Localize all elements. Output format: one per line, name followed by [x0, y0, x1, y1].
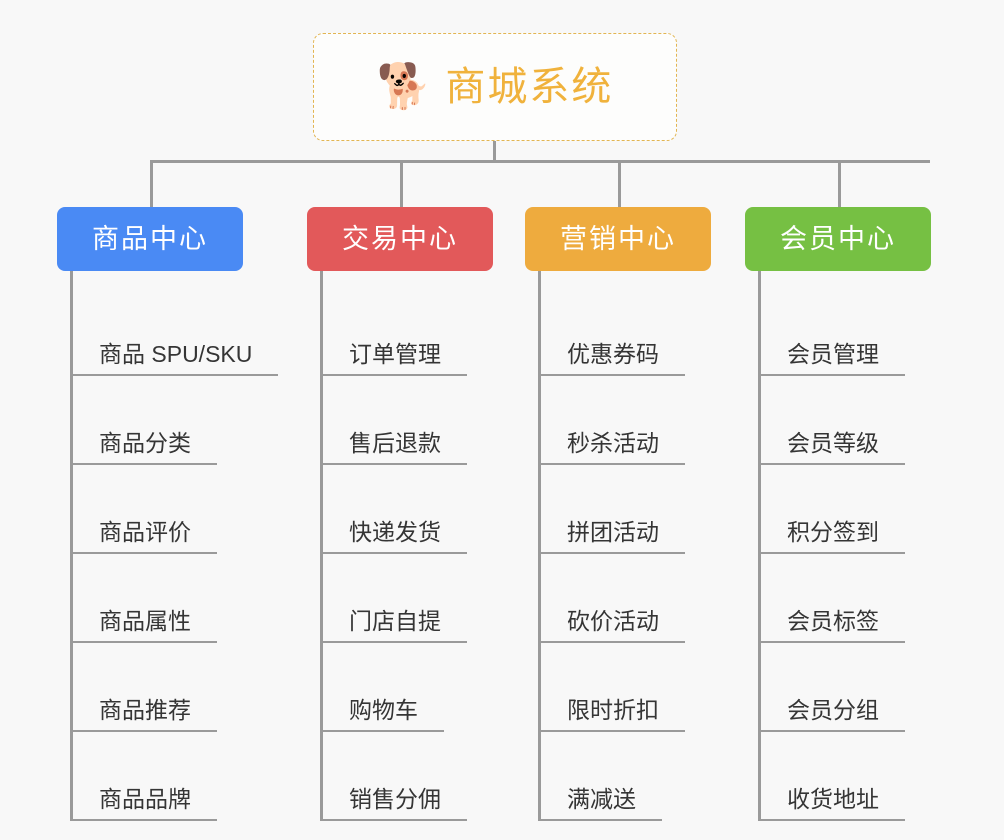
leaf-label: 订单管理 [323, 341, 467, 376]
leaf-label: 会员等级 [761, 430, 905, 465]
leaf-label: 优惠券码 [541, 341, 685, 376]
branch-product-center: 商品中心 商品 SPU/SKU 商品分类 商品评价 商品属性 商品推荐 商品品牌 [57, 207, 279, 821]
list-item[interactable]: 商品推荐 [73, 643, 278, 732]
root-title: 商城系统 [445, 65, 614, 109]
leaf-label: 售后退款 [323, 430, 467, 465]
list-item[interactable]: 商品 SPU/SKU [73, 287, 279, 376]
connector-drop-0 [150, 160, 153, 208]
list-item[interactable]: 快递发货 [323, 465, 493, 554]
shiba-dog-icon: 🐕 [376, 62, 432, 111]
list-item[interactable]: 购物车 [323, 643, 493, 732]
branch-header-label-0: 商品中心 [92, 223, 208, 254]
branch-header-label-2: 营销中心 [560, 223, 676, 254]
connector-drop-3 [838, 160, 841, 208]
list-item[interactable]: 限时折扣 [541, 643, 711, 732]
leaf-label: 商品分类 [73, 430, 217, 465]
list-item[interactable]: 积分签到 [761, 465, 931, 554]
branch-header-3[interactable]: 会员中心 [745, 207, 931, 271]
branch-header-1[interactable]: 交易中心 [307, 207, 493, 271]
list-item[interactable]: 销售分佣 [323, 732, 493, 821]
leaf-label: 销售分佣 [323, 786, 467, 821]
branch-marketing-center: 营销中心 优惠券码 秒杀活动 拼团活动 砍价活动 限时折扣 满减送 [525, 207, 711, 821]
list-item[interactable]: 门店自提 [323, 554, 493, 643]
leaf-label: 快递发货 [323, 519, 467, 554]
list-item[interactable]: 会员等级 [761, 376, 931, 465]
leaf-label: 收货地址 [761, 786, 905, 821]
leaf-label: 购物车 [323, 697, 444, 732]
list-item[interactable]: 秒杀活动 [541, 376, 711, 465]
connector-horizontal-bus [150, 160, 930, 163]
list-item[interactable]: 订单管理 [323, 287, 493, 376]
list-item[interactable]: 商品评价 [73, 465, 278, 554]
leaf-label: 砍价活动 [541, 608, 685, 643]
connector-drop-1 [400, 160, 403, 208]
list-item[interactable]: 满减送 [541, 732, 711, 821]
connector-drop-2 [618, 160, 621, 208]
list-item[interactable]: 优惠券码 [541, 287, 711, 376]
leaf-label: 限时折扣 [541, 697, 685, 732]
leaf-list-2: 优惠券码 秒杀活动 拼团活动 砍价活动 限时折扣 满减送 [538, 271, 711, 821]
root-node[interactable]: 🐕 商城系统 [313, 33, 677, 141]
leaf-list-3: 会员管理 会员等级 积分签到 会员标签 会员分组 收货地址 [758, 271, 931, 821]
list-item[interactable]: 商品属性 [73, 554, 278, 643]
list-item[interactable]: 售后退款 [323, 376, 493, 465]
leaf-label: 商品属性 [73, 608, 217, 643]
list-item[interactable]: 收货地址 [761, 732, 931, 821]
list-item[interactable]: 会员管理 [761, 287, 931, 376]
branch-header-0[interactable]: 商品中心 [57, 207, 243, 271]
branch-header-2[interactable]: 营销中心 [525, 207, 711, 271]
leaf-label: 会员管理 [761, 341, 905, 376]
leaf-label: 积分签到 [761, 519, 905, 554]
branch-trade-center: 交易中心 订单管理 售后退款 快递发货 门店自提 购物车 销售分佣 [307, 207, 493, 821]
list-item[interactable]: 商品分类 [73, 376, 278, 465]
leaf-label: 商品评价 [73, 519, 217, 554]
leaf-list-1: 订单管理 售后退款 快递发货 门店自提 购物车 销售分佣 [320, 271, 493, 821]
leaf-list-0: 商品 SPU/SKU 商品分类 商品评价 商品属性 商品推荐 商品品牌 [70, 271, 279, 821]
leaf-label: 满减送 [541, 786, 662, 821]
list-item[interactable]: 会员标签 [761, 554, 931, 643]
leaf-label: 商品推荐 [73, 697, 217, 732]
list-item[interactable]: 会员分组 [761, 643, 931, 732]
leaf-label: 商品品牌 [73, 786, 217, 821]
leaf-label: 门店自提 [323, 608, 467, 643]
connector-root-stem [493, 141, 496, 163]
leaf-label: 会员分组 [761, 697, 905, 732]
leaf-label: 商品 SPU/SKU [73, 341, 279, 376]
list-item[interactable]: 商品品牌 [73, 732, 278, 821]
leaf-label: 拼团活动 [541, 519, 685, 554]
list-item[interactable]: 砍价活动 [541, 554, 711, 643]
branch-header-label-1: 交易中心 [342, 223, 458, 254]
leaf-label: 秒杀活动 [541, 430, 685, 465]
leaf-label: 会员标签 [761, 608, 905, 643]
branch-header-label-3: 会员中心 [780, 223, 896, 254]
list-item[interactable]: 拼团活动 [541, 465, 711, 554]
branch-member-center: 会员中心 会员管理 会员等级 积分签到 会员标签 会员分组 收货地址 [745, 207, 931, 821]
